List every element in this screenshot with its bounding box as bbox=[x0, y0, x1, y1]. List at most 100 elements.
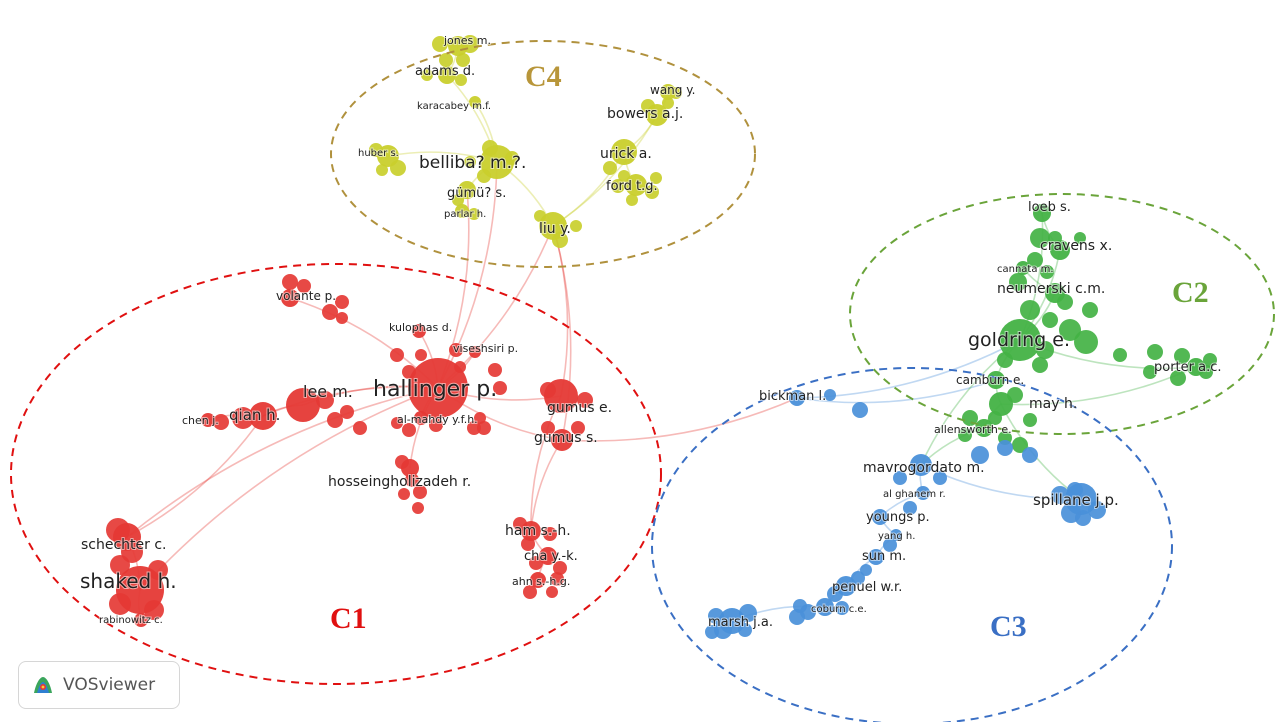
author-node-small[interactable] bbox=[883, 538, 897, 552]
author-node-hallinger[interactable] bbox=[408, 358, 468, 418]
author-node-mavrogordato[interactable] bbox=[910, 454, 932, 476]
author-node-small[interactable] bbox=[316, 391, 334, 409]
author-node-small[interactable] bbox=[391, 417, 403, 429]
author-node-hosseing[interactable] bbox=[401, 459, 419, 477]
author-node-small[interactable] bbox=[327, 412, 343, 428]
author-node-viseshsiri[interactable] bbox=[469, 346, 481, 358]
author-node-huber[interactable] bbox=[377, 145, 399, 167]
author-node-ford[interactable] bbox=[625, 174, 647, 196]
author-node-adams[interactable] bbox=[438, 66, 456, 84]
author-node-goldring[interactable] bbox=[999, 319, 1041, 361]
author-node-leem[interactable] bbox=[286, 388, 320, 422]
author-node-shaked[interactable] bbox=[116, 566, 164, 614]
author-node-small[interactable] bbox=[488, 363, 502, 377]
author-node-small[interactable] bbox=[611, 179, 625, 193]
author-node-rabinowitz[interactable] bbox=[134, 613, 148, 627]
author-node-small[interactable] bbox=[1082, 302, 1098, 318]
author-node-small[interactable] bbox=[1012, 437, 1028, 453]
author-node-small[interactable] bbox=[529, 556, 543, 570]
author-node-small[interactable] bbox=[523, 585, 537, 599]
author-node-neumerski[interactable] bbox=[1045, 283, 1065, 303]
author-node-yang[interactable] bbox=[890, 529, 902, 541]
author-node-small[interactable] bbox=[297, 279, 311, 293]
author-node-small[interactable] bbox=[1020, 300, 1040, 320]
author-node-camburn[interactable] bbox=[987, 371, 1005, 389]
author-node-qian[interactable] bbox=[249, 402, 277, 430]
author-node-bowers[interactable] bbox=[646, 104, 668, 126]
author-node-small[interactable] bbox=[645, 185, 659, 199]
author-node-small[interactable] bbox=[340, 405, 354, 419]
author-node-small[interactable] bbox=[650, 172, 662, 184]
author-node-gumu[interactable] bbox=[458, 181, 476, 199]
author-node-small[interactable] bbox=[1170, 370, 1186, 386]
author-node-small[interactable] bbox=[577, 392, 593, 408]
author-node-small[interactable] bbox=[1074, 232, 1086, 244]
author-node-cannata[interactable] bbox=[1016, 261, 1030, 275]
author-node-small[interactable] bbox=[232, 407, 254, 429]
author-node-small[interactable] bbox=[322, 304, 338, 320]
author-node-small[interactable] bbox=[860, 564, 872, 576]
vosviewer-badge[interactable]: VOSviewer bbox=[18, 661, 180, 709]
author-node-small[interactable] bbox=[456, 53, 470, 67]
author-node-allensworth[interactable] bbox=[975, 419, 993, 437]
author-node-parlar[interactable] bbox=[455, 204, 469, 218]
author-node-schechter[interactable] bbox=[113, 523, 141, 551]
author-node-small[interactable] bbox=[455, 74, 467, 86]
author-node-small[interactable] bbox=[789, 609, 805, 625]
author-node-small[interactable] bbox=[421, 69, 433, 81]
author-node-small[interactable] bbox=[553, 561, 567, 575]
author-node-small[interactable] bbox=[793, 599, 807, 613]
author-node-sun[interactable] bbox=[868, 549, 884, 565]
author-node-small[interactable] bbox=[1042, 312, 1058, 328]
author-node-bickman[interactable] bbox=[789, 390, 805, 406]
author-node-ahn[interactable] bbox=[530, 572, 546, 588]
author-node-small[interactable] bbox=[282, 274, 298, 290]
author-node-small[interactable] bbox=[390, 348, 404, 362]
author-node-karacabey[interactable] bbox=[469, 96, 481, 108]
author-node-small[interactable] bbox=[546, 586, 558, 598]
author-node-small[interactable] bbox=[1059, 319, 1081, 341]
author-node-small[interactable] bbox=[429, 418, 443, 432]
author-node-small[interactable] bbox=[336, 312, 348, 324]
author-node-small[interactable] bbox=[1051, 486, 1069, 504]
author-node-small[interactable] bbox=[1203, 353, 1217, 367]
author-node-small[interactable] bbox=[413, 485, 427, 499]
author-node-small[interactable] bbox=[571, 421, 585, 435]
author-node-small[interactable] bbox=[893, 471, 907, 485]
author-node-small[interactable] bbox=[903, 501, 917, 515]
author-node-small[interactable] bbox=[997, 440, 1013, 456]
author-node-small[interactable] bbox=[1147, 344, 1163, 360]
author-node-small[interactable] bbox=[452, 194, 464, 206]
author-node-small[interactable] bbox=[353, 421, 367, 435]
author-node-small[interactable] bbox=[402, 423, 416, 437]
author-node-small[interactable] bbox=[626, 194, 638, 206]
author-node-small[interactable] bbox=[543, 527, 557, 541]
author-node-small[interactable] bbox=[468, 208, 480, 220]
author-node-small[interactable] bbox=[439, 53, 453, 67]
author-node-small[interactable] bbox=[824, 389, 836, 401]
author-node-wang[interactable] bbox=[660, 84, 676, 100]
author-node-small[interactable] bbox=[541, 421, 555, 435]
author-node-small[interactable] bbox=[603, 161, 617, 175]
author-node-liu[interactable] bbox=[539, 212, 567, 240]
author-node-spillane[interactable] bbox=[1065, 483, 1097, 515]
author-node-small[interactable] bbox=[376, 164, 388, 176]
author-node-small[interactable] bbox=[835, 601, 849, 615]
author-node-cha[interactable] bbox=[539, 547, 557, 565]
author-node-small[interactable] bbox=[477, 421, 491, 435]
author-node-small[interactable] bbox=[449, 343, 463, 357]
author-node-small[interactable] bbox=[705, 625, 719, 639]
author-node-small[interactable] bbox=[110, 555, 130, 575]
author-node-small[interactable] bbox=[1074, 330, 1098, 354]
author-node-small[interactable] bbox=[1022, 447, 1038, 463]
author-node-alghanem[interactable] bbox=[916, 486, 930, 500]
author-node-small[interactable] bbox=[1032, 357, 1048, 373]
author-node-small[interactable] bbox=[432, 36, 448, 52]
author-node-small[interactable] bbox=[971, 446, 989, 464]
author-node-small[interactable] bbox=[1040, 265, 1054, 279]
author-node-small[interactable] bbox=[412, 502, 424, 514]
author-node-small[interactable] bbox=[570, 220, 582, 232]
author-node-small[interactable] bbox=[213, 414, 229, 430]
author-node-volante[interactable] bbox=[281, 289, 299, 307]
author-node-small[interactable] bbox=[1143, 365, 1157, 379]
